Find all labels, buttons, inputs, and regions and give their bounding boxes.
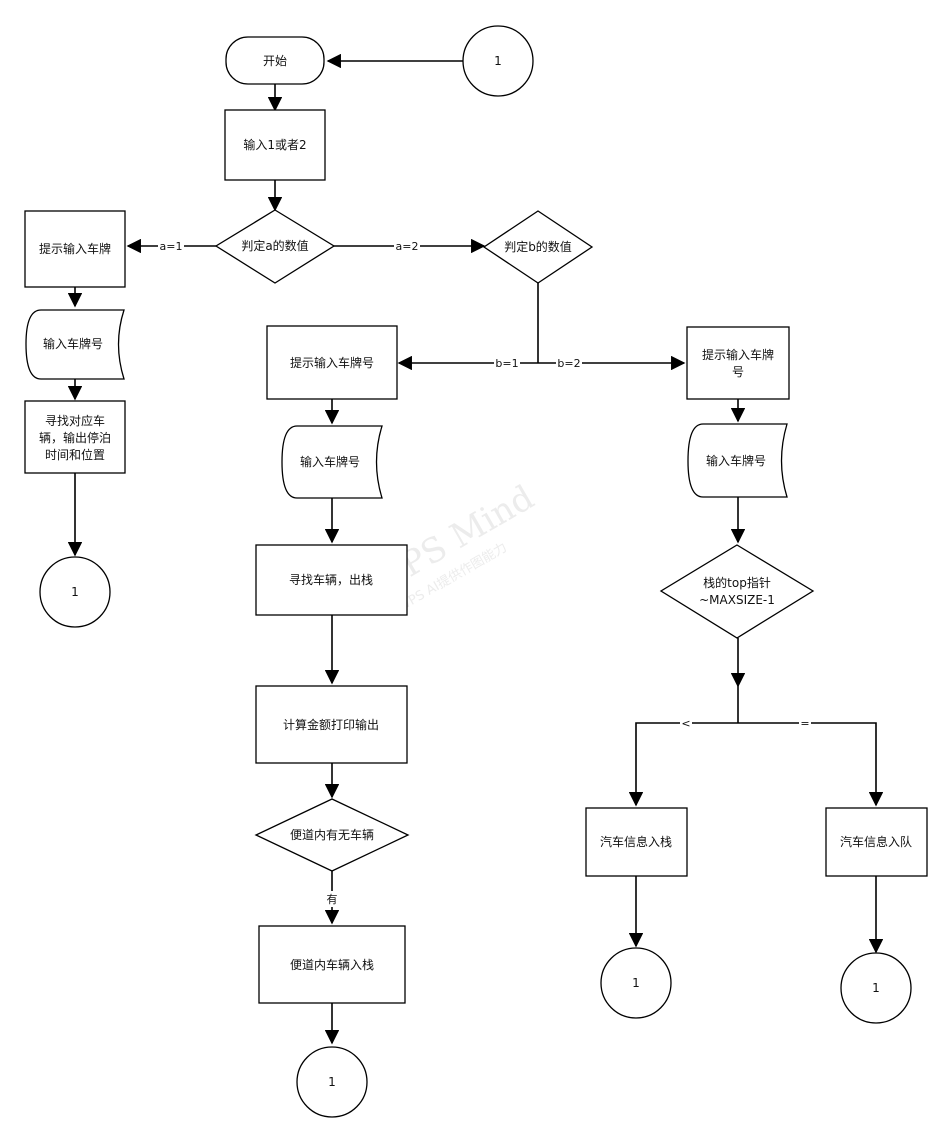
node-decide-a-label: 判定a的数值 [241, 238, 308, 253]
node-connector-top-label: 1 [494, 54, 502, 68]
node-right-decide-line-1: 栈的top指针 [703, 575, 771, 590]
edge-eq [738, 722, 884, 807]
node-left-connector: 1 [39, 556, 111, 628]
node-right-push-stack-label: 汽车信息入栈 [600, 834, 672, 849]
node-mid-push: 便道内车辆入栈 [258, 925, 406, 1004]
node-decide-a: 判定a的数值 [214, 209, 336, 284]
edge-lt [628, 722, 738, 807]
node-mid-input-label: 输入车牌号 [300, 454, 360, 469]
node-left-prompt-label: 提示输入车牌 [39, 241, 111, 256]
node-mid-prompt: 提示输入车牌号 [266, 325, 398, 400]
node-left-prompt: 提示输入车牌 [24, 210, 126, 288]
node-start-label: 开始 [263, 54, 287, 68]
edges: a=1 a=2 b=1 b=2 有 < = [67, 53, 884, 1045]
node-left-connector-label: 1 [71, 585, 79, 599]
node-mid-connector: 1 [296, 1046, 368, 1118]
node-decide-b: 判定b的数值 [482, 210, 594, 284]
node-mid-find-label: 寻找车辆，出栈 [289, 572, 373, 587]
node-left-find-line-2: 辆，输出停泊 [39, 430, 111, 445]
node-right-push-queue: 汽车信息入队 [825, 807, 928, 877]
node-mid-connector-label: 1 [328, 1075, 336, 1089]
node-right-input-label: 输入车牌号 [706, 453, 766, 468]
node-mid-prompt-label: 提示输入车牌号 [290, 355, 374, 370]
edge-label-has: 有 [327, 892, 338, 906]
node-input-1-or-2: 输入1或者2 [224, 109, 326, 181]
node-right-connector-1: 1 [600, 947, 672, 1019]
node-start: 开始 [225, 36, 325, 85]
edge-label-b2: b=2 [557, 357, 580, 370]
node-right-input: 输入车牌号 [687, 423, 788, 498]
node-right-push-queue-label: 汽车信息入队 [840, 834, 912, 849]
node-mid-calc-label: 计算金额打印输出 [283, 717, 379, 732]
node-right-prompt: 提示输入车牌 号 [686, 326, 790, 400]
edge-label-b1: b=1 [495, 357, 518, 370]
node-mid-decide: 便道内有无车辆 [254, 798, 410, 872]
node-right-connector-2-label: 1 [872, 981, 880, 995]
node-input-1-or-2-label: 输入1或者2 [243, 137, 306, 152]
node-left-find-line-3: 时间和位置 [45, 447, 105, 462]
node-mid-calc: 计算金额打印输出 [255, 685, 408, 764]
node-mid-push-label: 便道内车辆入栈 [290, 957, 374, 972]
node-right-prompt-line-2: 号 [732, 365, 744, 379]
node-mid-find: 寻找车辆，出栈 [255, 544, 408, 616]
node-mid-decide-label: 便道内有无车辆 [290, 827, 374, 842]
node-right-decide: 栈的top指针 ~MAXSIZE-1 [659, 544, 815, 639]
node-left-find-line-1: 寻找对应车 [45, 413, 105, 428]
edge-label-a1: a=1 [160, 240, 183, 253]
node-right-prompt-line-1: 提示输入车牌 [702, 347, 774, 362]
node-right-push-stack: 汽车信息入栈 [585, 807, 688, 877]
node-right-connector-2: 1 [840, 952, 912, 1024]
node-left-input: 输入车牌号 [25, 309, 125, 380]
node-decide-b-label: 判定b的数值 [504, 239, 572, 254]
node-left-input-label: 输入车牌号 [43, 336, 103, 351]
node-right-decide-line-2: ~MAXSIZE-1 [699, 593, 775, 607]
node-left-find: 寻找对应车 辆，输出停泊 时间和位置 [24, 400, 126, 474]
node-right-connector-1-label: 1 [632, 976, 640, 990]
edge-label-a2: a=2 [396, 240, 419, 253]
edge-label-lt: < [681, 717, 690, 730]
node-connector-top: 1 [462, 25, 534, 97]
node-mid-input: 输入车牌号 [281, 425, 383, 499]
edge-label-eq: = [800, 717, 809, 730]
